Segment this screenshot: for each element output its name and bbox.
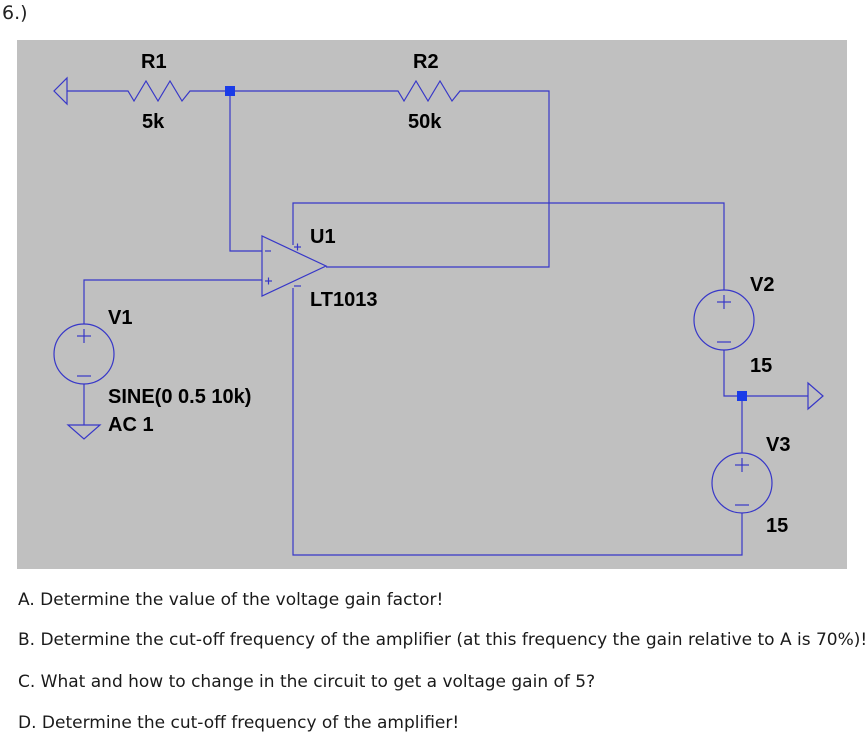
v1-spec-line2: AC 1: [108, 414, 154, 436]
r1-value-label: 5k: [142, 111, 165, 133]
wire-feedback: [326, 90, 550, 268]
v1-name-label: V1: [108, 307, 132, 329]
ground-arrow-icon: [807, 381, 824, 411]
ground-icon: [53, 76, 68, 106]
r2-value-label: 50k: [408, 111, 442, 133]
resistor-icon: [390, 79, 465, 103]
u1-model-label: LT1013: [310, 289, 377, 311]
resistor-icon: [120, 79, 197, 103]
v2-value-label: 15: [750, 355, 772, 377]
v3-value-label: 15: [766, 515, 788, 537]
voltage-source-icon: [711, 452, 773, 514]
junction-node-inverting: [225, 86, 235, 96]
ground-icon: [66, 424, 102, 440]
wire-inverting-input: [229, 91, 262, 252]
wire-v2-minus: [723, 350, 742, 397]
voltage-source-icon: [693, 289, 755, 351]
wire-v-minus-supply: [292, 288, 743, 556]
schematic-background: [17, 40, 847, 569]
wire-v-plus-supply: [292, 202, 725, 290]
problem-number: 6.): [2, 2, 28, 24]
v3-name-label: V3: [766, 434, 790, 456]
wires: [67, 90, 808, 556]
wire-v1-noninverting: [83, 279, 262, 324]
question-c: C. What and how to change in the circuit…: [18, 672, 596, 692]
question-d: D. Determine the cut-off frequency of th…: [18, 713, 460, 733]
v1-spec-line1: SINE(0 0.5 10k): [108, 386, 251, 408]
junction-node-supply-mid: [737, 391, 747, 401]
question-a: A. Determine the value of the voltage ga…: [18, 590, 444, 610]
u1-name-label: U1: [310, 226, 336, 248]
r2-name-label: R2: [413, 51, 439, 73]
question-b: B. Determine the cut-off frequency of th…: [18, 630, 867, 650]
voltage-source-icon: [53, 323, 115, 385]
v2-name-label: V2: [750, 274, 774, 296]
r1-name-label: R1: [141, 51, 167, 73]
op-amp-icon: [261, 235, 328, 297]
